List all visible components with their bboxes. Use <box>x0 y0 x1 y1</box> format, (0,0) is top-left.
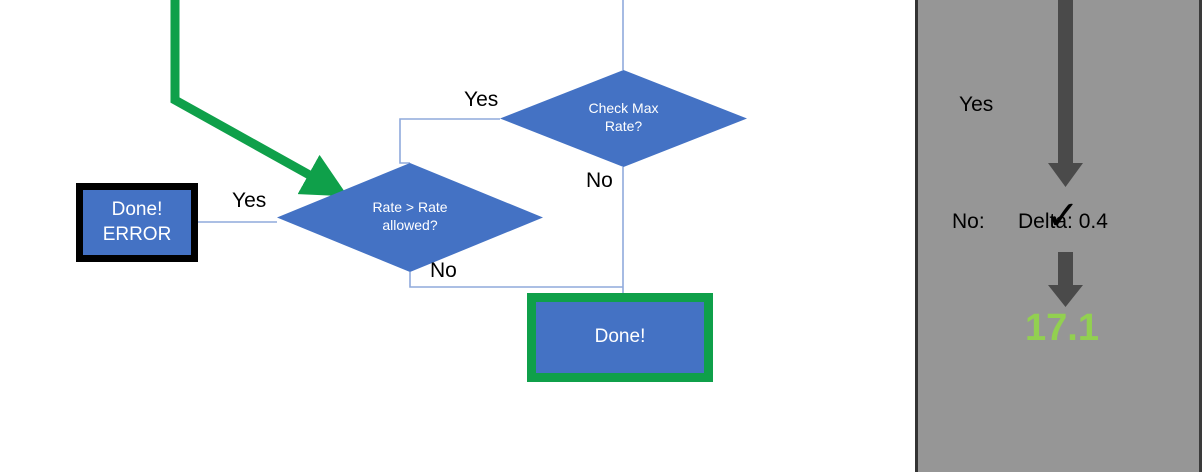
check-mark-icon: ✓ <box>1046 194 1080 238</box>
arrow-down-long-icon <box>1048 0 1083 187</box>
node-done-error[interactable]: Done! ERROR <box>76 183 198 262</box>
node-done-error-label: Done! ERROR <box>102 199 172 245</box>
panel-yes-label: Yes <box>959 93 994 116</box>
edge-label-yes-from-check-max: Yes <box>464 88 499 111</box>
edge-label-no-from-check-max: No <box>586 169 613 192</box>
edge-label-yes-to-done-error: Yes <box>232 189 267 212</box>
node-rate-greater-than-allowed-label: Rate > Rate allowed? <box>372 198 448 233</box>
status-panel-arrows <box>1048 0 1083 307</box>
connector-yes-from-check-max <box>399 118 500 164</box>
connector-no-from-rate <box>409 272 623 288</box>
flowchart-canvas: Done! ERROR Rate > Rate allowed? Check M… <box>76 0 747 382</box>
edge-label-no-from-rate: No <box>430 259 457 282</box>
panel-result-value: 17.1 <box>1025 307 1099 349</box>
panel-no-label: No: <box>952 210 985 233</box>
status-panel: Yes No: Delta: 0.4 ✓ 17.1 <box>915 0 1202 472</box>
panel-delta-value: Delta: 0.4 <box>1018 210 1108 233</box>
highlight-path-green <box>170 0 348 197</box>
arrow-down-short-icon <box>1048 252 1083 307</box>
node-done[interactable]: Done! <box>527 293 713 382</box>
node-check-max-rate-label: Check Max Rate? <box>588 99 659 134</box>
node-done-label: Done! <box>594 326 646 348</box>
flowchart-connectors <box>170 0 624 296</box>
